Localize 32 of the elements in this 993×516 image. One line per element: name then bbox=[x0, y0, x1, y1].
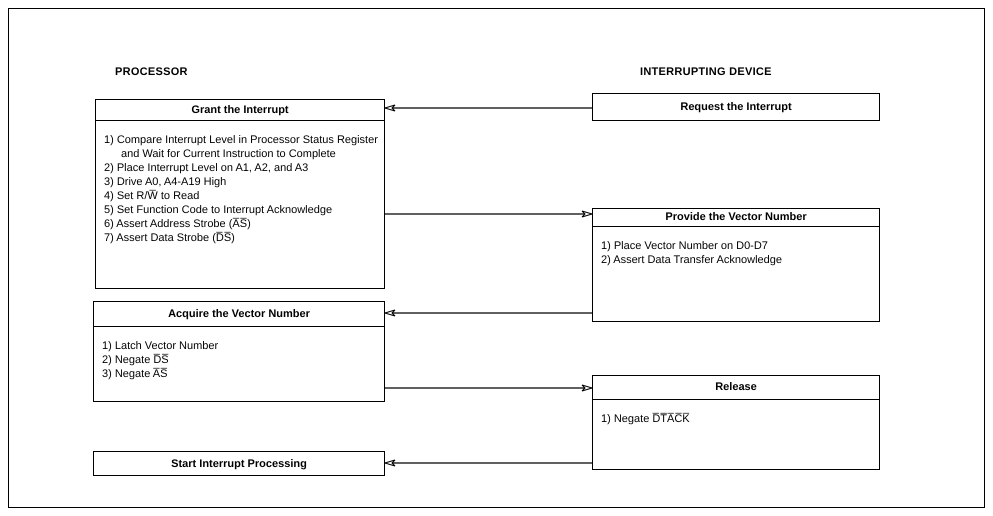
step-box bbox=[93, 301, 385, 402]
step-item: 1) Place Vector Number on D0-D7 bbox=[601, 238, 769, 252]
step-item: 2) Assert Data Transfer Acknowledge bbox=[601, 252, 783, 266]
step-box bbox=[592, 93, 880, 121]
step-item: 7) Assert Data Strobe (D̅S̅) bbox=[104, 230, 236, 244]
step-item: 1) Latch Vector Number bbox=[102, 338, 220, 352]
step-item: 1) Negate D̅T̅A̅C̅K̅ bbox=[601, 412, 691, 426]
step-title: Acquire the Vector Number bbox=[168, 306, 310, 322]
step-item: 3) Negate A̅S̅ bbox=[102, 366, 168, 380]
step-title: Start Interrupt Processing bbox=[171, 456, 307, 472]
step-box bbox=[95, 99, 385, 289]
step-item: 1) Compare Interrupt Level in Processor Status Register and Wait for Current Instruction to Complete bbox=[104, 132, 379, 160]
step-item: 5) Set Function Code to Interrupt Acknowledge bbox=[104, 202, 334, 216]
step-item: 6) Assert Address Strobe (A̅S̅) bbox=[104, 216, 252, 230]
step-box bbox=[592, 375, 880, 470]
arrow bbox=[384, 104, 592, 112]
step-item: 2) Place Interrupt Level on A1, A2, and A3 bbox=[104, 160, 310, 174]
step-title: Provide the Vector Number bbox=[665, 210, 807, 225]
step-title: Request the Interrupt bbox=[680, 100, 792, 115]
arrow bbox=[384, 460, 592, 466]
step-item: 4) Set R/W̅ to Read bbox=[104, 188, 200, 202]
arrow bbox=[385, 384, 592, 392]
step-item: 2) Negate D̅S̅ bbox=[102, 352, 170, 366]
column-heading: INTERRUPTING DEVICE bbox=[640, 65, 772, 80]
column-heading: PROCESSOR bbox=[115, 65, 188, 80]
step-item: 3) Drive A0, A4-A19 High bbox=[104, 174, 228, 188]
step-box bbox=[93, 451, 385, 476]
step-title: Release bbox=[715, 380, 757, 395]
step-box bbox=[592, 208, 880, 322]
step-title: Grant the Interrupt bbox=[191, 102, 289, 118]
arrow bbox=[385, 210, 592, 218]
arrow bbox=[384, 310, 592, 316]
